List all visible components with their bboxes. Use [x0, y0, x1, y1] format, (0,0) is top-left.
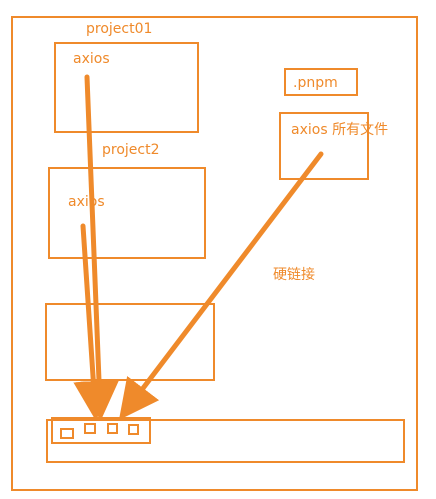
axios-label-1: axios	[73, 51, 110, 67]
axios-label-2: axios	[68, 194, 105, 210]
axios-all-files-label: axios 所有文件	[291, 122, 389, 138]
disk-file-4	[128, 424, 139, 435]
arrow-project01-axios	[79, 74, 119, 421]
pnpm-label: .pnpm	[293, 75, 338, 91]
arrow-pnpm-axios	[118, 151, 324, 420]
project01-label: project01	[86, 21, 153, 37]
disk-file-1	[60, 428, 74, 439]
outer-frame	[11, 16, 418, 491]
project2-box	[48, 167, 206, 259]
hardlink-label: 硬链接	[273, 267, 315, 283]
disk-file-3	[107, 423, 118, 434]
axios-all-files-box	[279, 112, 369, 180]
project01-box	[54, 42, 199, 133]
project2-label: project2	[102, 142, 160, 158]
pnpm-box	[284, 68, 358, 96]
empty-project-box	[45, 303, 215, 381]
arrow-project2-axios	[73, 223, 114, 421]
disk-files-group	[51, 417, 151, 444]
disk-storage-bar	[46, 419, 405, 463]
disk-file-2	[84, 423, 96, 434]
